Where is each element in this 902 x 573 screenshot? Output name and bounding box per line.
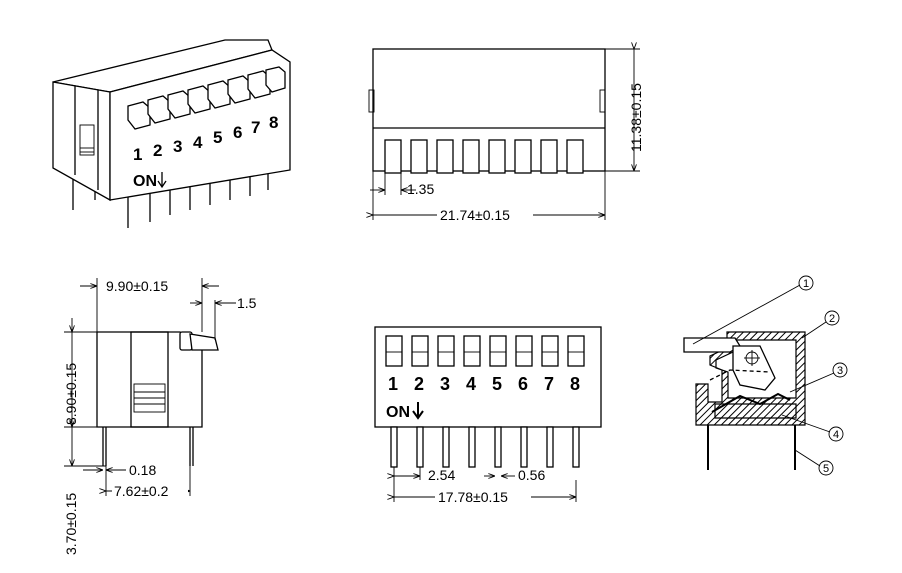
callout-2: 2	[829, 313, 835, 325]
front-number-7: 7	[544, 374, 554, 394]
front-pins	[390, 426, 580, 468]
section-callouts: 1 2 3 4 5	[692, 275, 848, 476]
iso-number-5: 5	[213, 128, 222, 147]
iso-on-label: ON	[133, 173, 157, 190]
iso-levers	[127, 66, 286, 130]
front-pitch-dim: 2.54	[428, 467, 455, 483]
section-view: 1 2 3 4 5	[683, 275, 848, 476]
iso-number-2: 2	[153, 141, 162, 160]
front-number-3: 3	[440, 374, 450, 394]
iso-on-arrow-icon	[157, 172, 167, 189]
front-number-6: 6	[518, 374, 528, 394]
side-pin-length-dim: 3.70±0.15	[63, 493, 79, 555]
housing-section	[695, 331, 806, 426]
front-on-arrow-icon	[412, 402, 424, 420]
side-pin-thickness-dim: 0.18	[129, 462, 156, 478]
side-view: 9.90±0.15 1.5 8.90±0.15 3.70±0.15 0.18 7…	[63, 278, 257, 555]
iso-number-4: 4	[193, 133, 203, 152]
front-number-4: 4	[466, 374, 476, 394]
callout-5: 5	[823, 463, 829, 475]
callout-3: 3	[837, 365, 843, 377]
iso-switch-numbers: 1 2 3 4 5 6 7 8	[133, 113, 278, 164]
iso-body	[52, 39, 291, 202]
iso-number-7: 7	[251, 118, 260, 137]
callout-4: 4	[833, 429, 839, 441]
side-height-dim: 8.90±0.15	[63, 363, 79, 425]
front-view-switch-slots	[385, 335, 585, 367]
top-view-switch-slots	[384, 139, 584, 174]
front-number-5: 5	[492, 374, 502, 394]
side-width-dim: 9.90±0.15	[106, 278, 168, 294]
side-lever-dim: 1.5	[237, 295, 257, 311]
top-pitch-dim: 1.35	[407, 181, 434, 197]
front-span-dim: 17.78±0.15	[438, 489, 508, 505]
front-number-8: 8	[570, 374, 580, 394]
iso-number-3: 3	[173, 137, 182, 156]
iso-number-6: 6	[233, 123, 242, 142]
front-view: 1 2 3 4 5 6 7 8 ON 2.54 0.56	[374, 326, 602, 505]
top-height-dim: 11.38±0.15	[628, 83, 644, 152]
callout-1: 1	[803, 278, 809, 290]
side-row-spacing-dim: 7.62±0.2	[114, 483, 169, 499]
front-number-1: 1	[388, 374, 398, 394]
front-on-label: ON	[386, 404, 410, 421]
top-view: 11.38±0.15 1.35 21.74±0.15	[369, 49, 644, 223]
iso-number-8: 8	[269, 113, 278, 132]
front-switch-numbers: 1 2 3 4 5 6 7 8	[388, 374, 580, 394]
top-width-dim: 21.74±0.15	[440, 207, 510, 223]
isometric-view: 1 2 3 4 5 6 7 8 ON	[52, 39, 291, 228]
iso-number-1: 1	[133, 145, 142, 164]
front-number-2: 2	[414, 374, 424, 394]
front-pin-width-dim: 0.56	[518, 467, 545, 483]
